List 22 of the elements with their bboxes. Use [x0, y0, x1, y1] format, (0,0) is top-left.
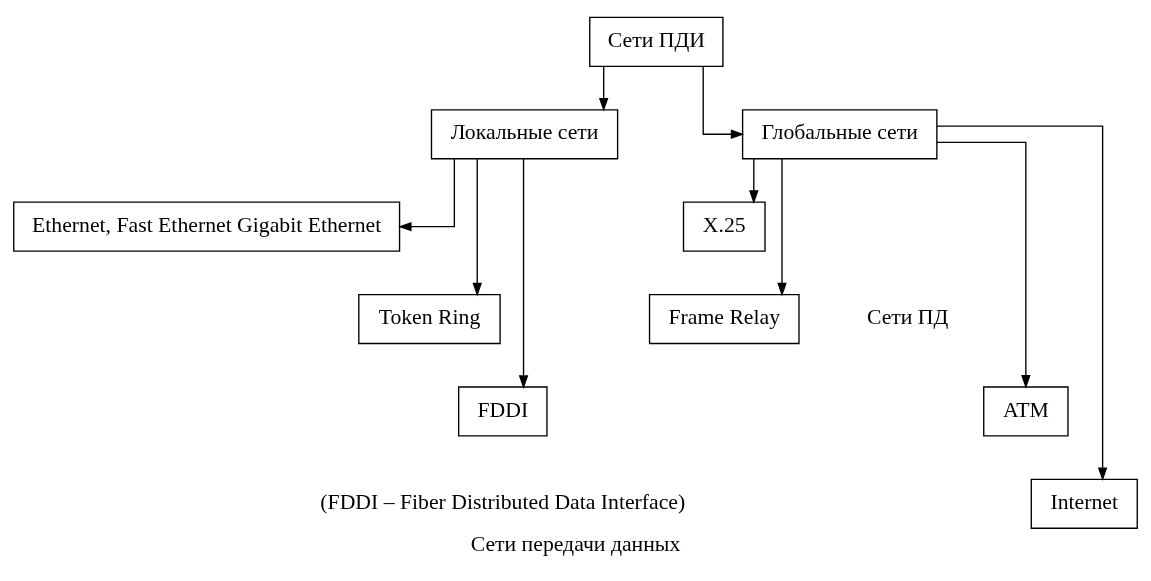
node-box: Сети ПДИ: [589, 16, 724, 68]
arrow: [777, 158, 787, 297]
node-box: Internet: [1030, 478, 1138, 529]
arrow: [749, 158, 759, 204]
arrow: [936, 125, 1108, 482]
node-box: Frame Relay: [648, 293, 800, 345]
label: (FDDI – Fiber Distributed Data Interface): [320, 489, 686, 514]
node-box: FDDI: [458, 386, 548, 437]
node-box: ATM: [983, 386, 1069, 437]
arrow: [518, 158, 529, 389]
node-box: Локальные сети: [430, 109, 619, 160]
arrow: [472, 158, 482, 297]
node-box: Глобальные сети: [741, 109, 938, 160]
arrow: [702, 65, 745, 140]
node-box: Ethernet, Fast Ethernet Gigabit Ethernet: [13, 201, 401, 252]
label: Сети ПД: [866, 305, 949, 330]
node-box: Token Ring: [358, 293, 501, 345]
arrow: [397, 158, 456, 232]
arrow: [936, 141, 1031, 389]
node-box: X.25: [682, 201, 766, 252]
arrow: [598, 65, 609, 112]
caption: Сети передачи данных: [470, 532, 681, 557]
